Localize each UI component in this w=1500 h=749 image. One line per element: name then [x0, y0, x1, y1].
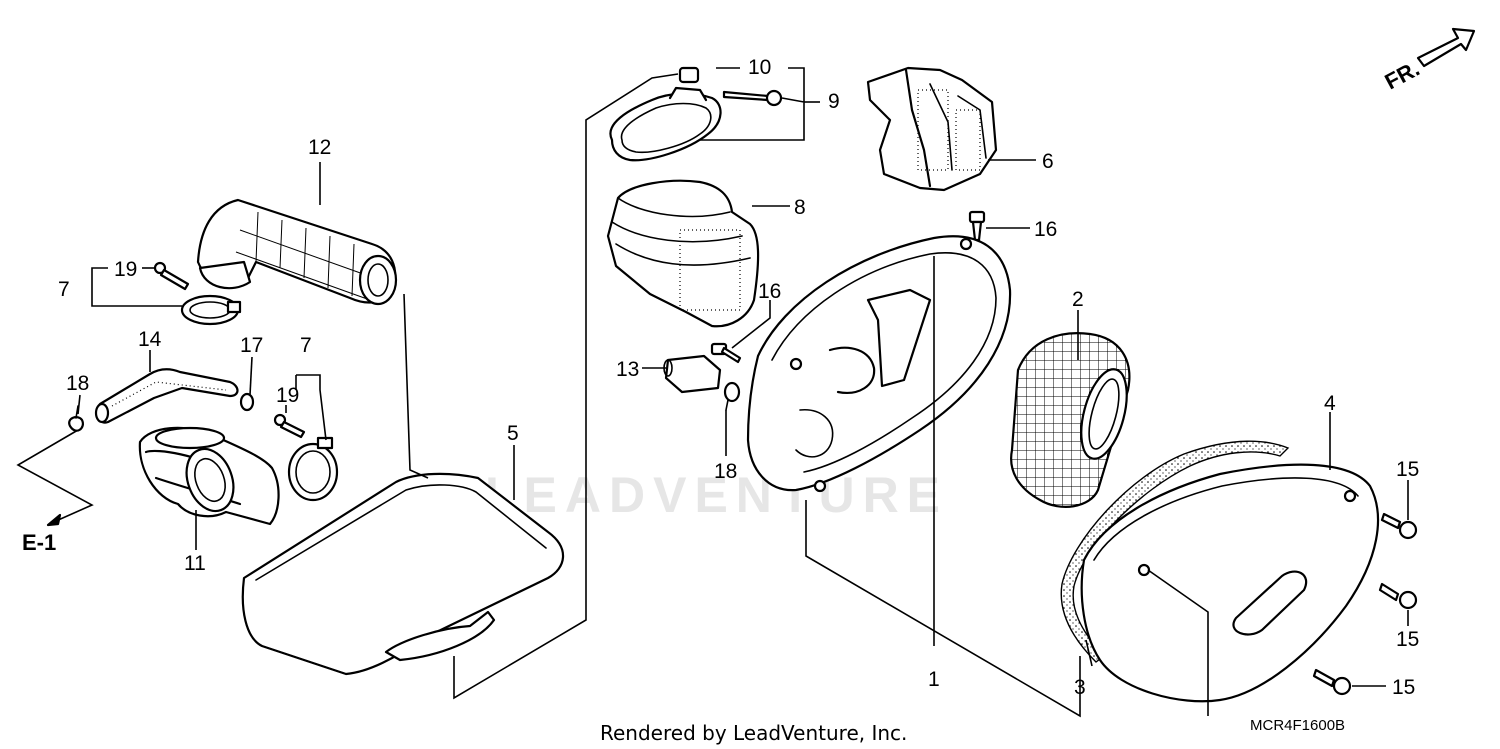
- gasket-ring-top: [609, 86, 722, 162]
- callout-8: 8: [794, 196, 806, 219]
- e1-reference: E-1: [16, 429, 94, 555]
- intake-tube-12: [196, 198, 398, 306]
- callout-17: 17: [240, 334, 263, 357]
- clamp-7-lower: [287, 436, 339, 502]
- bolt-19-upper: [153, 261, 190, 291]
- callout-7-lower: 7: [300, 334, 312, 357]
- clamp-7-upper: [180, 294, 242, 326]
- air-cleaner-cover-4: [1080, 463, 1380, 703]
- air-cleaner-housing-1: [746, 235, 1012, 493]
- diagram-code: MCR4F1600B: [1250, 717, 1345, 734]
- callout-2: 2: [1072, 288, 1084, 311]
- bolt-19-lower: [273, 413, 306, 439]
- callout-16-lower: 16: [758, 280, 781, 303]
- callout-19-upper: 19: [114, 258, 137, 281]
- callout-13: 13: [616, 358, 639, 381]
- air-cleaner-cover-5: [241, 472, 565, 676]
- bolt-15-middle: [1378, 582, 1418, 610]
- duct-6: [866, 66, 998, 192]
- callout-12: 12: [308, 136, 331, 159]
- callout-9: 9: [828, 90, 840, 113]
- clip-18-left: [68, 405, 84, 432]
- clip-18-right: [723, 381, 741, 411]
- bolt-15-top: [1380, 512, 1418, 540]
- callout-numbers: 12 19 7 14 17 7 18 19 11 5 10 9 6 8 16 1…: [58, 56, 1419, 699]
- callout-18-right: 18: [714, 460, 737, 483]
- bolt-16-upper: [968, 210, 986, 242]
- bolt-16-lower: [710, 342, 742, 364]
- callout-15-middle: 15: [1396, 628, 1419, 651]
- bolt-15-bottom: [1312, 668, 1352, 696]
- e1-label: E-1: [22, 530, 56, 555]
- filter-element-2: [1010, 332, 1131, 508]
- callout-3: 3: [1074, 676, 1086, 699]
- callout-6: 6: [1042, 150, 1054, 173]
- callout-5: 5: [507, 422, 519, 445]
- intake-duct-11: [138, 426, 280, 526]
- callout-15-top: 15: [1396, 458, 1419, 481]
- callout-18-left: 18: [66, 372, 89, 395]
- front-direction-arrow: FR.: [1381, 27, 1476, 95]
- hose-14: [94, 368, 239, 424]
- callout-11: 11: [184, 552, 206, 575]
- watermark-text: LEADVENTURE: [485, 467, 948, 523]
- callout-16-upper: 16: [1034, 218, 1057, 241]
- funnel-8: [606, 179, 760, 328]
- front-label: FR.: [1381, 56, 1424, 95]
- sleeve-13: [663, 354, 722, 394]
- callout-14: 14: [138, 328, 162, 351]
- callout-1: 1: [928, 668, 940, 691]
- callout-15-bottom: 15: [1392, 676, 1415, 699]
- rendered-by-text: Rendered by LeadVenture, Inc.: [600, 721, 907, 745]
- bolt-9: [722, 89, 783, 107]
- callout-10: 10: [748, 56, 771, 79]
- callout-7-upper: 7: [58, 278, 70, 301]
- callout-4: 4: [1324, 392, 1336, 415]
- cap-10: [678, 66, 700, 84]
- leader-lines: [77, 67, 1409, 718]
- callout-19-lower: 19: [276, 384, 299, 407]
- ring-17: [239, 392, 255, 412]
